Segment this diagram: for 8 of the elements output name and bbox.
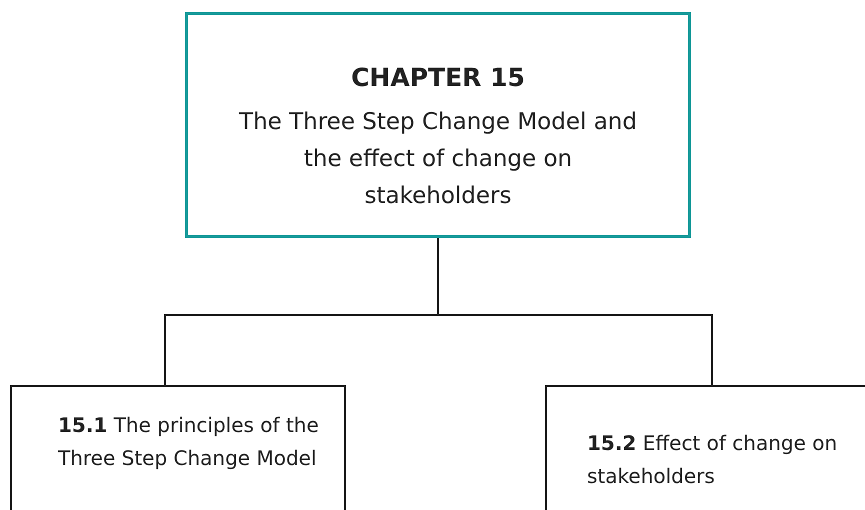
chapter-title: The Three Step Change Model and the effect of change on stakeholders bbox=[238, 108, 638, 211]
section-box bbox=[10, 385, 346, 510]
chapter-box bbox=[185, 12, 691, 238]
chapter-heading: CHAPTER 15 bbox=[350, 63, 526, 92]
connector-line bbox=[437, 238, 713, 385]
section-box bbox=[545, 385, 865, 510]
section-title: 15.2 Effect of change on stakeholders bbox=[587, 430, 838, 490]
section-title: 15.1 The principles of the Three Step Change Model bbox=[58, 412, 320, 472]
